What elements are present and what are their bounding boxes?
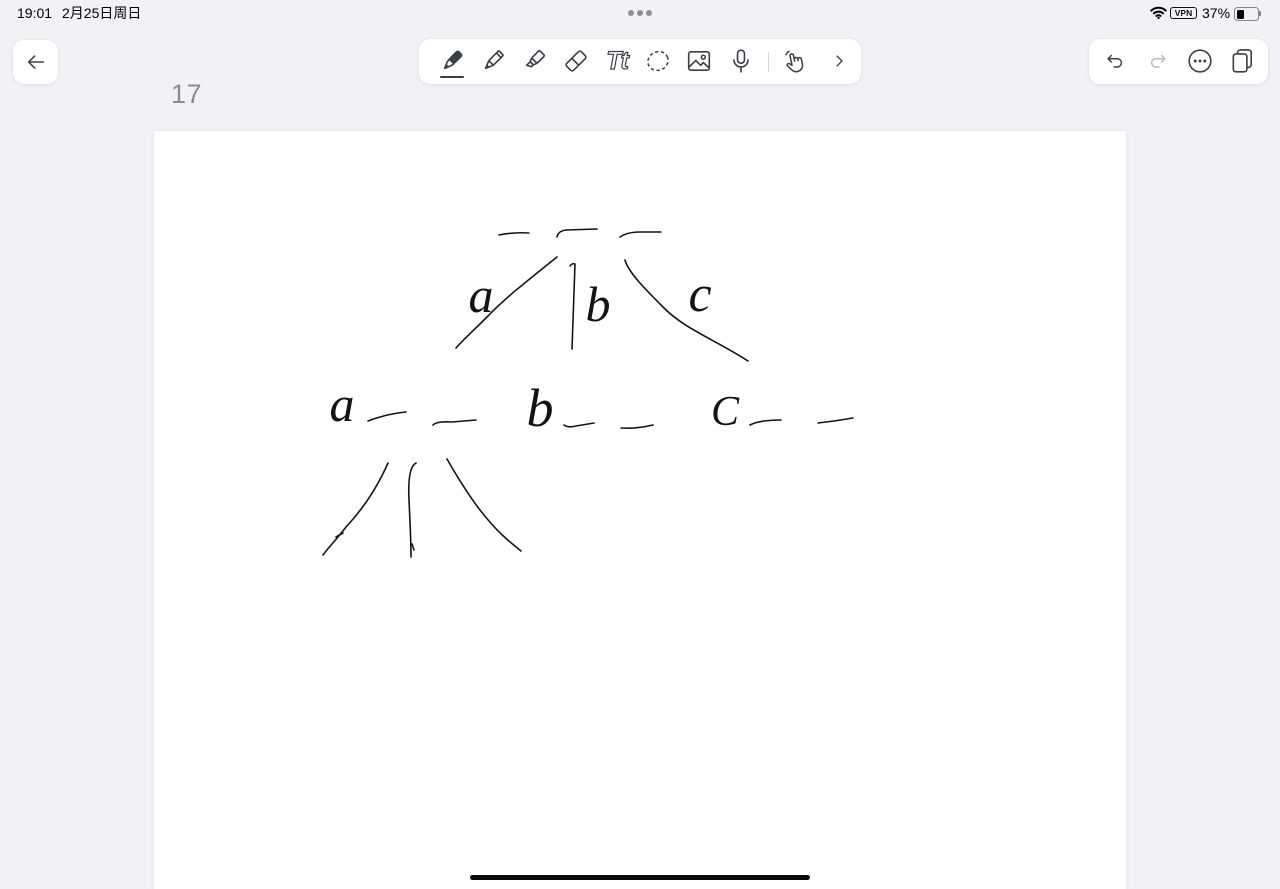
multitasking-indicator[interactable] (628, 10, 652, 16)
pages-icon (1232, 49, 1253, 73)
text-tool-button[interactable]: Tt (601, 45, 633, 77)
note-page-canvas[interactable]: a b c a b C (154, 131, 1126, 889)
eraser-tool-button[interactable] (560, 45, 592, 77)
highlighter-tool-button[interactable] (518, 45, 550, 77)
lasso-icon (647, 50, 669, 72)
more-options-button[interactable] (1184, 45, 1216, 77)
image-icon (687, 50, 711, 72)
branch-line-middle (407, 462, 417, 558)
battery-icon (1234, 7, 1259, 21)
undo-icon (1107, 54, 1123, 68)
ink-dash (432, 419, 477, 426)
microphone-icon (733, 49, 749, 73)
more-tools-button[interactable] (823, 45, 855, 77)
ink-dash (498, 231, 530, 236)
battery-cap (1259, 11, 1261, 16)
node-label-b: b (527, 378, 554, 438)
multitasking-dot (646, 10, 652, 16)
branch-label-b: b (586, 276, 611, 332)
pencil-tool-button[interactable] (477, 45, 509, 77)
finger-touch-button[interactable] (779, 45, 811, 77)
back-button[interactable] (13, 40, 58, 84)
level-3-branches (322, 458, 522, 558)
branch-line-b (569, 262, 576, 350)
pencil-icon (484, 50, 504, 70)
tool-toolbar: Tt (419, 39, 861, 84)
branch-line-a (455, 256, 558, 349)
level-1-branches (455, 256, 749, 362)
ink-dash (817, 417, 854, 424)
branch-line-right (446, 458, 522, 552)
ink-dash (620, 424, 654, 429)
level-2-nodes: a b C (330, 376, 854, 438)
action-toolbar (1089, 39, 1268, 84)
branch-line-c (624, 259, 749, 362)
text-tool-icon: Tt (606, 47, 630, 75)
status-time: 19:01 (17, 5, 53, 21)
multitasking-dot (637, 10, 643, 16)
ink-tick (335, 532, 344, 538)
branch-line-left (322, 462, 389, 556)
chevron-right-icon (836, 55, 843, 67)
pages-button[interactable] (1226, 45, 1258, 77)
ink-dash (749, 419, 782, 426)
highlighter-icon (525, 50, 545, 68)
redo-icon (1150, 54, 1166, 68)
ink-dash (619, 231, 662, 238)
node-label-c: C (711, 389, 740, 435)
ink-layer: a b c a b C (322, 228, 854, 558)
back-arrow-icon (27, 55, 44, 69)
toolbar-divider (768, 52, 769, 72)
status-date: 2月25日周日 (62, 5, 142, 21)
pen-tool-button[interactable] (436, 45, 468, 78)
ink-dash (563, 422, 595, 428)
home-indicator[interactable] (470, 875, 810, 880)
more-icon (1188, 49, 1212, 73)
multitasking-dot (628, 10, 634, 16)
level-1-blanks (498, 228, 662, 238)
hand-pointer-icon (785, 50, 804, 73)
branch-label-a: a (469, 267, 494, 323)
battery-fill (1236, 9, 1244, 19)
microphone-tool-button[interactable] (725, 45, 757, 77)
pen-icon (443, 50, 463, 70)
redo-button[interactable] (1142, 45, 1174, 77)
page-number: 17 (171, 79, 203, 109)
undo-button[interactable] (1099, 45, 1131, 77)
vpn-badge: VPN (1170, 7, 1197, 19)
ink-tick (411, 543, 415, 551)
battery-percentage: 37% (1202, 5, 1231, 21)
image-tool-button[interactable] (683, 45, 715, 77)
node-label-a: a (330, 376, 355, 432)
wifi-icon (1150, 6, 1167, 19)
lasso-tool-button[interactable] (642, 45, 674, 77)
ink-dash (367, 411, 407, 422)
eraser-icon (565, 50, 587, 72)
branch-label-c: c (688, 266, 711, 323)
ink-dash (556, 228, 598, 238)
